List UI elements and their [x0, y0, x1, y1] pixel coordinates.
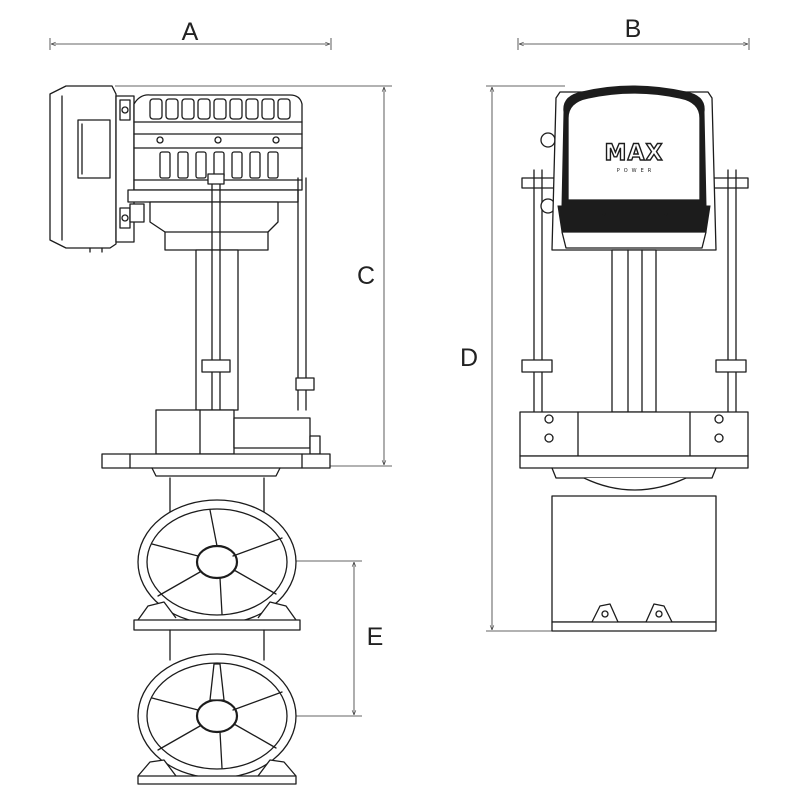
dimension-b: B [517, 15, 750, 50]
dimension-a-label: A [182, 18, 199, 46]
bell-housing [129, 201, 279, 251]
side-view [49, 85, 331, 785]
base-flange [101, 453, 331, 477]
tunnel-lower [137, 653, 297, 785]
dimension-c: C [115, 85, 392, 467]
dimension-a: A [49, 18, 332, 50]
dimension-e-label: E [367, 623, 384, 651]
front-mounting-block [519, 411, 749, 479]
brand-logo: MAX [605, 141, 664, 166]
front-view: MAX POWER [519, 85, 749, 632]
tunnel-upper [133, 477, 301, 661]
brand-subtitle: POWER [617, 168, 656, 174]
front-column [611, 249, 657, 413]
dimension-b-label: B [625, 15, 642, 43]
control-box [49, 85, 135, 253]
mounting-block [155, 409, 321, 455]
front-tunnel [551, 477, 717, 632]
dimension-d-label: D [460, 344, 478, 372]
dimension-c-label: C [357, 262, 375, 290]
motor-head [127, 94, 303, 203]
dimension-d: D [460, 85, 565, 632]
drive-shaft [195, 173, 315, 411]
support-rods [521, 132, 749, 413]
motor-cover: MAX POWER [551, 85, 717, 251]
motor-fins [149, 98, 291, 179]
